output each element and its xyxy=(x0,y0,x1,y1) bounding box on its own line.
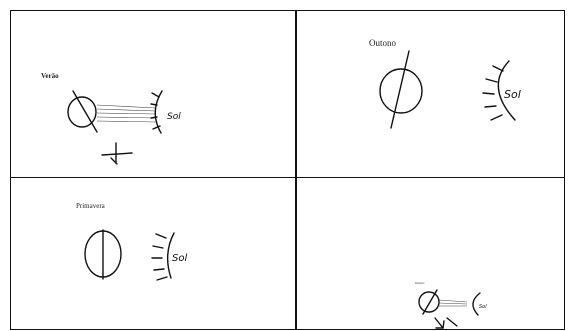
arrow-mark xyxy=(435,318,457,328)
earth-sketch xyxy=(419,292,439,312)
verao-sketch: Sol xyxy=(11,11,295,177)
arrow-mark xyxy=(102,143,132,164)
sun-label: Sol xyxy=(167,112,181,122)
sun-label: Sol xyxy=(504,88,521,101)
seasons-drawing-grid: Verão Sol Outono xyxy=(10,10,565,330)
earth-axis xyxy=(391,51,409,128)
panel-primavera: Primavera Sol xyxy=(11,178,295,331)
panel-inverno: Inverno Sol xyxy=(297,178,565,331)
panel-outono: Outono Sol xyxy=(297,11,565,177)
inverno-sketch: Sol xyxy=(297,178,565,331)
primavera-sketch: Sol xyxy=(11,178,295,331)
panel-verao: Verão Sol xyxy=(11,11,295,177)
sun-label: Sol xyxy=(479,304,487,310)
outono-sketch: Sol xyxy=(297,11,565,177)
sun-label: Sol xyxy=(172,253,187,264)
sun-rays-beam xyxy=(97,105,156,122)
sun-rays-beam xyxy=(439,300,467,306)
earth-sketch xyxy=(380,69,422,113)
